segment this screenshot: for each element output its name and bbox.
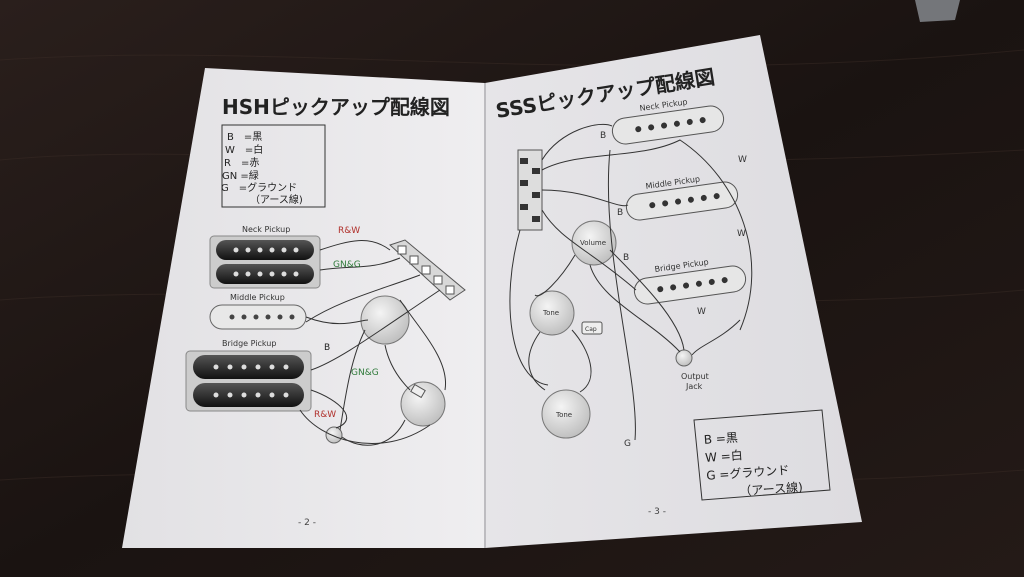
left-page-content: HSHピックアップ配線図 B =黒 W =白 R =赤 GN =緑 G =グラウ… <box>185 95 466 528</box>
right-pickup-selector-switch <box>517 149 543 231</box>
right-neck-pickup <box>611 105 725 145</box>
right-bridge-pickup <box>633 265 747 305</box>
left-wire-label-rw-top: R&W <box>338 226 360 236</box>
left-legend-line-5: G =グラウンド <box>221 181 297 194</box>
right-legend-line-1: B =黒 <box>703 431 738 447</box>
right-wires <box>509 123 753 441</box>
right-output-jack <box>675 349 693 367</box>
right-wire-label-b1: B <box>600 131 606 141</box>
left-wire-label-rw-bottom: R&W <box>314 410 336 420</box>
left-bridge-bobbin-2 <box>193 383 304 407</box>
left-bridge-poles <box>213 364 289 398</box>
right-cap-label: Cap <box>585 326 597 333</box>
left-legend-line-1: B =黒 <box>227 131 262 143</box>
left-tone-pot <box>400 381 446 427</box>
right-legend-line-3: G =グラウンド <box>706 463 790 483</box>
right-page-number: - 3 - <box>648 507 666 517</box>
left-neck-pickup-label: Neck Pickup <box>242 225 290 234</box>
right-jack-label: Jack <box>685 382 703 391</box>
right-tone-pot-2 <box>541 389 591 439</box>
left-legend-line-3: R =赤 <box>224 157 259 169</box>
left-volume-pot <box>360 295 410 345</box>
left-middle-poles <box>229 314 295 320</box>
left-neck-bobbin-1 <box>216 240 314 260</box>
right-tone-pot-1 <box>529 290 575 336</box>
right-wire-label-b2: B <box>617 208 623 218</box>
left-tone-capacitor <box>410 383 426 399</box>
right-legend-box <box>693 409 831 501</box>
plastic-bag-corner <box>915 0 960 22</box>
left-wires <box>299 240 447 446</box>
left-wire-label-gng-mid: GN&G <box>351 368 379 378</box>
right-capacitor <box>581 321 603 335</box>
left-legend-line-4: GN =緑 <box>222 169 259 182</box>
right-neck-poles <box>635 117 706 133</box>
left-neck-bobbin-2 <box>216 264 314 284</box>
right-tone-1-label: Tone <box>542 309 559 317</box>
right-volume-pot <box>571 220 617 266</box>
left-wire-label-gng-top: GN&G <box>333 260 361 270</box>
right-tone-2-label: Tone <box>555 411 572 419</box>
right-wire-label-b3: B <box>623 253 629 263</box>
left-title: HSHピックアップ配線図 <box>222 95 450 119</box>
left-wire-label-b: B <box>324 343 330 353</box>
left-page <box>122 68 485 548</box>
left-bridge-bobbin-1 <box>193 355 304 379</box>
left-bridge-pickup-label: Bridge Pickup <box>222 339 276 348</box>
right-output-label: Output <box>681 372 709 381</box>
right-legend-line-4: （アース線) <box>739 479 803 498</box>
right-middle-poles <box>649 193 720 209</box>
left-legend-box <box>221 124 326 208</box>
left-output-jack <box>325 426 343 444</box>
right-legend-line-2: W =白 <box>705 447 744 465</box>
right-wire-labels: B W B W B W G <box>600 131 747 449</box>
right-volume-label: Volume <box>580 239 606 247</box>
left-neck-poles <box>233 247 299 277</box>
right-wire-label-w2: W <box>737 229 746 239</box>
left-page-number: - 2 - <box>298 518 316 528</box>
left-middle-pickup-label: Middle Pickup <box>230 293 285 302</box>
left-pickup-selector-switch <box>389 239 466 301</box>
right-wire-label-w1: W <box>738 155 747 165</box>
right-wire-label-w3: W <box>697 307 706 317</box>
right-bridge-poles <box>657 277 728 293</box>
left-legend-line-2: W =白 <box>225 143 263 156</box>
left-legend-line-6: （アース線) <box>250 193 303 206</box>
right-legend: B =黒 W =白 G =グラウンド （アース線) <box>703 431 803 499</box>
right-middle-pickup <box>625 181 739 221</box>
right-wire-label-g: G <box>624 439 631 449</box>
